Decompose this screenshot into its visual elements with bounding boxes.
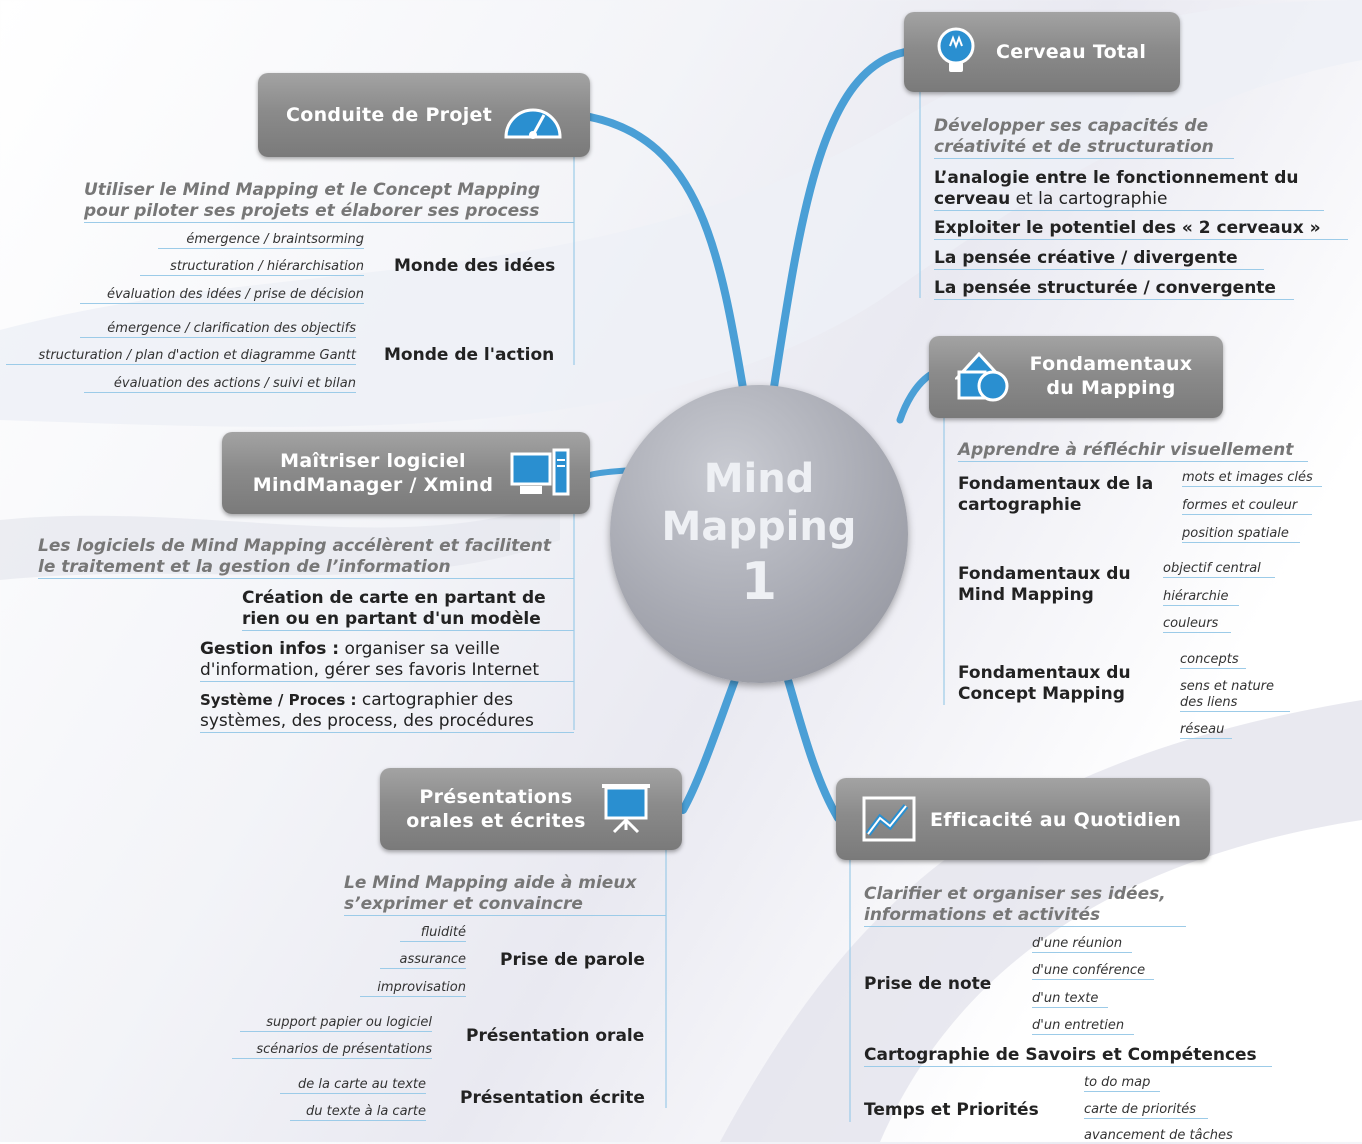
branch-presentations-title-line1: Présentations bbox=[419, 786, 573, 808]
cerveau-item-2: Exploiter le potentiel des « 2 cerveaux … bbox=[934, 218, 1348, 240]
branch-logiciel-title-line1: Maîtriser logiciel bbox=[280, 450, 466, 472]
conduite-group-1-leaf-3: évaluation des idées / prise de décision bbox=[80, 287, 364, 304]
presentations-group-1-leaf-2: assurance bbox=[380, 952, 466, 969]
efficacite-group-1-leaf-2: d'une conférence bbox=[1032, 963, 1154, 980]
presentations-group-2-label: Présentation orale bbox=[466, 1026, 645, 1046]
conduite-intro: Utiliser le Mind Mapping et le Concept M… bbox=[84, 180, 574, 223]
branch-efficacite-title: Efficacité au Quotidien bbox=[930, 809, 1182, 831]
branch-presentations-title-line2: orales et écrites bbox=[406, 810, 586, 832]
fondamentaux-intro: Apprendre à réfléchir visuellement bbox=[958, 440, 1308, 462]
fondamentaux-group-1-leaf-3: position spatiale bbox=[1182, 526, 1300, 543]
fondamentaux-group-2-leaf-2: hiérarchie bbox=[1163, 589, 1239, 606]
fondamentaux-group-2-leaf-1: objectif central bbox=[1163, 561, 1275, 578]
efficacite-group-1-leaf-4: d'un entretien bbox=[1032, 1018, 1134, 1035]
central-topic[interactable]: Mind Mapping 1 bbox=[610, 385, 908, 683]
fondamentaux-group-3-leaf-1: concepts bbox=[1180, 652, 1246, 669]
branch-efficacite[interactable]: Efficacité au Quotidien bbox=[836, 778, 1210, 860]
cerveau-item-1-bold: L’analogie entre le fonctionnement du ce… bbox=[934, 168, 1299, 209]
conduite-group-1-label: Monde des idées bbox=[394, 256, 556, 276]
efficacite-group-2-label: Cartographie de Savoirs et Compétences bbox=[864, 1045, 1272, 1067]
presentations-group-3-leaf-1: de la carte au texte bbox=[280, 1077, 426, 1094]
logiciel-item-3-bold: Système / Proces : bbox=[200, 691, 357, 709]
logiciel-item-2-bold: Gestion infos : bbox=[200, 639, 340, 659]
presentations-group-1-label: Prise de parole bbox=[500, 950, 645, 970]
presentations-group-2-leaf-1: support papier ou logiciel bbox=[240, 1015, 432, 1032]
shapes-icon bbox=[955, 352, 1009, 402]
conduite-group-2-leaf-1: émergence / clarification des objectifs bbox=[80, 321, 356, 338]
fondamentaux-group-2-label: Fondamentaux du Mind Mapping bbox=[958, 564, 1131, 605]
central-topic-line1: Mind bbox=[703, 456, 815, 502]
conduite-group-1-leaf-1: émergence / braintsorming bbox=[158, 232, 364, 249]
presentations-group-3-leaf-2: du texte à la carte bbox=[290, 1104, 426, 1121]
efficacite-intro: Clarifier et organiser ses idées, inform… bbox=[864, 884, 1186, 927]
presentations-group-1-leaf-3: improvisation bbox=[360, 980, 466, 997]
presentations-group-2-leaf-2: scénarios de présentations bbox=[232, 1042, 432, 1059]
cerveau-item-4: La pensée structurée / convergente bbox=[934, 278, 1294, 300]
conduite-group-1-leaf-2: structuration / hiérarchisation bbox=[140, 259, 364, 276]
presentation-board-icon bbox=[602, 784, 650, 834]
efficacite-group-1-leaf-3: d'un texte bbox=[1032, 991, 1108, 1008]
branch-logiciel-title-line2: MindManager / Xmind bbox=[252, 474, 494, 496]
efficacite-group-1-label: Prise de note bbox=[864, 974, 992, 994]
lightbulb-icon bbox=[937, 27, 975, 72]
efficacite-group-3-label: Temps et Priorités bbox=[864, 1100, 1039, 1120]
branch-cerveau-total[interactable]: Cerveau Total bbox=[904, 12, 1180, 92]
branch-conduite-projet[interactable]: Conduite de Projet bbox=[258, 73, 590, 157]
branch-cerveau-total-title: Cerveau Total bbox=[996, 41, 1147, 63]
branch-presentations[interactable]: Présentations orales et écrites bbox=[380, 768, 682, 850]
fondamentaux-group-3-leaf-3: réseau bbox=[1180, 722, 1232, 739]
efficacite-group-3-leaf-3: avancement de tâches bbox=[1084, 1128, 1233, 1143]
logiciel-intro: Les logiciels de Mind Mapping accélèrent… bbox=[38, 536, 574, 579]
logiciel-item-1: Création de carte en partant de rien ou … bbox=[242, 588, 574, 631]
cerveau-item-1: L’analogie entre le fonctionnement du ce… bbox=[934, 168, 1324, 211]
conduite-group-2-leaf-2: structuration / plan d'action et diagram… bbox=[6, 348, 356, 365]
fondamentaux-group-1-leaf-2: formes et couleur bbox=[1182, 498, 1312, 515]
efficacite-group-3-leaf-1: to do map bbox=[1084, 1075, 1160, 1092]
logiciel-item-3-rest: cartographier des systèmes, des process,… bbox=[200, 690, 534, 731]
fondamentaux-group-1-label: Fondamentaux de la cartographie bbox=[958, 474, 1154, 515]
logiciel-item-2: Gestion infos : organiser sa veille d'in… bbox=[200, 639, 574, 682]
efficacite-group-1-leaf-1: d'une réunion bbox=[1032, 936, 1132, 953]
presentations-group-3-label: Présentation écrite bbox=[460, 1088, 645, 1108]
logiciel-item-3: Système / Proces : cartographier des sys… bbox=[200, 690, 574, 733]
cerveau-item-3: La pensée créative / divergente bbox=[934, 248, 1264, 270]
branch-fondamentaux[interactable]: Fondamentaux du Mapping bbox=[929, 336, 1223, 418]
efficacite-group-3-leaf-2: carte de priorités bbox=[1084, 1102, 1208, 1119]
central-topic-line2: Mapping bbox=[661, 504, 857, 550]
cerveau-item-1-rest: et la cartographie bbox=[1010, 189, 1168, 209]
central-topic-line3: 1 bbox=[740, 552, 778, 612]
cerveau-intro: Développer ses capacités de créativité e… bbox=[934, 116, 1234, 159]
speedometer-icon bbox=[504, 108, 562, 139]
computer-icon bbox=[510, 448, 570, 496]
chart-trend-icon bbox=[862, 796, 916, 842]
logiciel-item-2-rest: organiser sa veille d'information, gérer… bbox=[200, 639, 540, 680]
fondamentaux-group-2-leaf-3: couleurs bbox=[1163, 616, 1231, 633]
conduite-group-2-leaf-3: évaluation des actions / suivi et bilan bbox=[84, 376, 356, 393]
fondamentaux-group-3-label: Fondamentaux du Concept Mapping bbox=[958, 663, 1131, 704]
conduite-group-2-label: Monde de l'action bbox=[384, 345, 555, 365]
fondamentaux-group-3-leaf-2: sens et nature des liens bbox=[1180, 679, 1290, 712]
branch-conduite-projet-title: Conduite de Projet bbox=[286, 104, 493, 126]
branch-logiciel[interactable]: Maîtriser logiciel MindManager / Xmind bbox=[222, 432, 590, 514]
branch-fondamentaux-title: Fondamentaux du Mapping bbox=[1029, 353, 1193, 399]
presentations-group-1-leaf-1: fluidité bbox=[400, 925, 466, 942]
presentations-intro: Le Mind Mapping aide à mieux s’exprimer … bbox=[344, 873, 666, 916]
fondamentaux-group-1-leaf-1: mots et images clés bbox=[1182, 470, 1322, 487]
